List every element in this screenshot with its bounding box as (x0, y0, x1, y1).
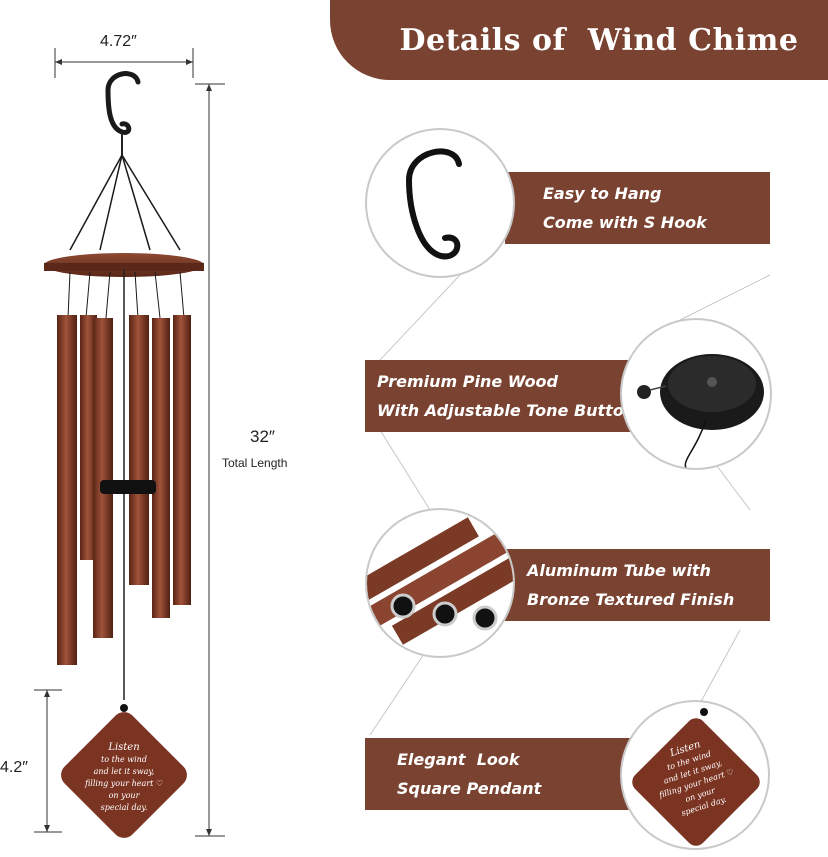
length-caption: Total Length (222, 456, 288, 470)
pendant-shape (61, 712, 187, 838)
feature-1-line-1: Easy to Hang (543, 184, 662, 203)
s-hook-detail-icon (406, 148, 462, 260)
pendant-line-2: to the wind (101, 755, 147, 764)
page-title: Details of Wind Chime (399, 22, 799, 58)
length-dimension: 32″ (250, 427, 275, 446)
tone-button-icon (637, 354, 764, 468)
wind-chime-illustration: Listen to the wind and let it sway, fill… (44, 71, 204, 838)
feature-2-line-1: Premium Pine Wood (377, 372, 558, 391)
pendant-line-6: special day. (101, 803, 148, 812)
header-banner: Details of Wind Chime (330, 0, 828, 80)
feature-4-line-2: Square Pendant (397, 779, 542, 798)
s-hook-icon (105, 71, 141, 135)
feature-band-2: Premium Pine Wood With Adjustable Tone B… (365, 360, 640, 432)
feature-band-1: Easy to Hang Come with S Hook (505, 172, 770, 244)
pendant-dimension: 4.2″ (0, 759, 28, 776)
width-dimension: 4.72″ (100, 33, 137, 50)
feature-2-line-2: With Adjustable Tone Button (377, 401, 636, 420)
aluminum-tubes-icon (367, 517, 513, 645)
feature-circle-2 (620, 318, 772, 470)
dimension-lines (34, 48, 225, 837)
feature-circle-3 (365, 508, 515, 658)
pendant-line-3: and let it sway, (94, 767, 155, 776)
feature-1-line-2: Come with S Hook (543, 213, 707, 232)
pendant-line-5: on your (109, 791, 141, 800)
feature-circle-1 (365, 128, 515, 278)
feature-band-3: Aluminum Tube with Bronze Textured Finis… (505, 549, 770, 621)
feature-4-line-1: Elegant Look (397, 750, 520, 769)
pendant-line-1: Listen (107, 742, 139, 753)
feature-circle-4: Listen to the wind and let it sway, fill… (620, 700, 770, 850)
feature-band-4: Elegant Look Square Pendant (365, 738, 637, 810)
square-pendant-icon: Listen to the wind and let it sway, fill… (632, 708, 760, 846)
feature-3-line-1: Aluminum Tube with (527, 561, 711, 580)
feature-3-line-2: Bronze Textured Finish (527, 590, 735, 609)
pendant-line-4: filling your heart ♡ (84, 779, 163, 788)
